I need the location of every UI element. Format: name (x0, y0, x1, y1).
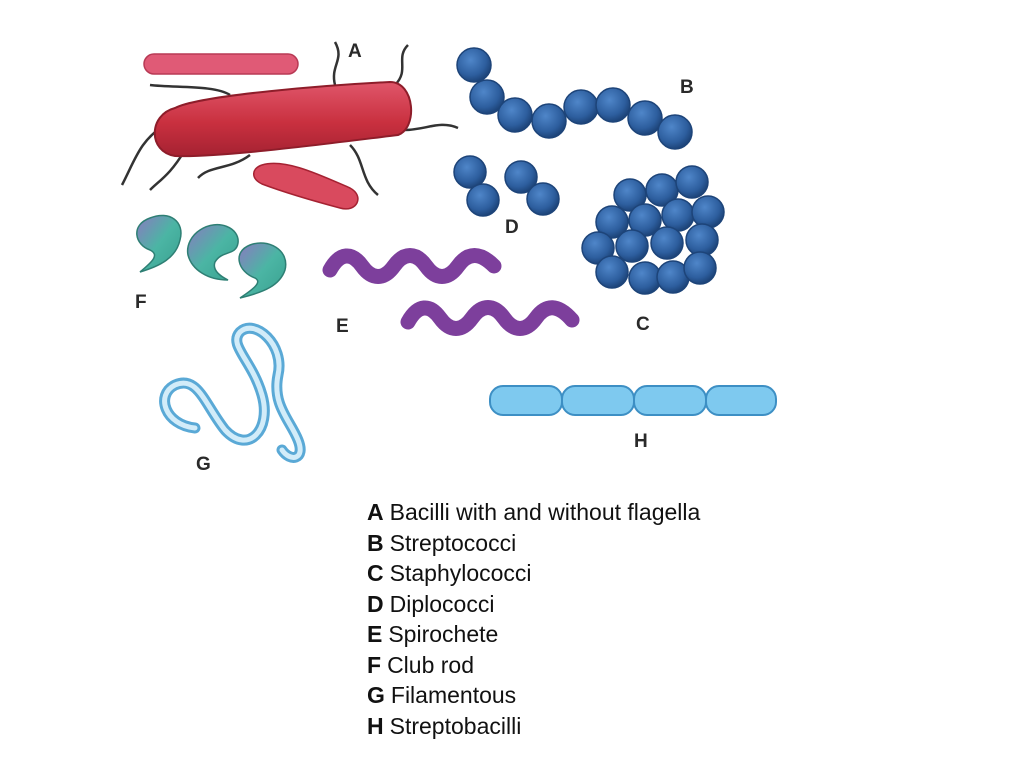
flagellated-bacillus (153, 80, 413, 158)
coccus (595, 205, 629, 239)
legend-key: F (367, 651, 382, 678)
legend-key: E (367, 621, 383, 647)
coccus (627, 100, 663, 136)
legend-text: Spirochete (388, 621, 499, 647)
club-rod (186, 224, 239, 281)
label-c: C (636, 314, 650, 335)
coccus (691, 195, 725, 229)
club-rod (238, 242, 287, 299)
club-rod (136, 214, 182, 273)
spirochete (400, 300, 580, 336)
flagellum (349, 144, 379, 196)
coccus (563, 89, 599, 125)
bacillus-segment (633, 385, 707, 416)
club-rod-group: F (135, 214, 287, 313)
legend-key: G (367, 682, 385, 708)
flagellum (404, 123, 459, 132)
label-f: F (135, 292, 147, 313)
staphylococci-cluster: C (581, 165, 725, 335)
coccus (466, 183, 500, 217)
diplococci-group: D (453, 155, 560, 238)
coccus (531, 103, 567, 139)
flagellum (394, 44, 409, 86)
legend-text: Club rod (387, 651, 474, 678)
bacillus-segment (705, 385, 777, 416)
coccus (675, 165, 709, 199)
coccus (526, 182, 560, 216)
filament-inner (162, 325, 303, 460)
coccus (453, 155, 487, 189)
coccus (469, 79, 505, 115)
small-bacillus-top (143, 53, 299, 75)
legend-key: B (367, 529, 384, 556)
flagellum (332, 41, 340, 86)
label-d: D (505, 217, 519, 238)
coccus (504, 160, 538, 194)
label-e: E (336, 316, 349, 337)
legend-text: Staphylococci (389, 560, 532, 586)
small-bacillus-bottom (253, 162, 359, 210)
coccus (685, 223, 719, 257)
coccus (657, 114, 693, 150)
bacilli-group: A (120, 41, 459, 210)
coccus (595, 87, 631, 123)
flagellum (149, 83, 231, 97)
filamentous-group: G (159, 322, 306, 475)
coccus (683, 251, 717, 285)
streptococci-chain: B (456, 47, 694, 150)
legend-key: C (367, 560, 384, 586)
legend-key: H (367, 712, 384, 739)
coccus (456, 47, 492, 83)
legend-text: Streptococci (389, 529, 517, 556)
coccus (615, 229, 649, 263)
spirochete (322, 248, 502, 284)
bacillus-segment (489, 385, 563, 416)
bacillus-segment (561, 385, 635, 416)
legend-text: Filamentous (390, 682, 517, 708)
legend-text: Streptobacilli (389, 712, 522, 739)
coccus (613, 178, 647, 212)
label-g: G (196, 454, 211, 475)
label-h: H (634, 431, 648, 452)
bacteria-shapes-diagram: A B D C (120, 41, 777, 475)
coccus (497, 97, 533, 133)
streptobacilli-chain: H (489, 385, 777, 452)
legend-key: A (367, 499, 384, 525)
coccus (628, 261, 662, 295)
coccus (650, 226, 684, 260)
label-b: B (680, 77, 694, 98)
coccus (661, 198, 695, 232)
legend-text: Diplococci (389, 590, 495, 617)
legend-key: D (367, 590, 384, 617)
coccus (595, 255, 629, 289)
legend-text: Bacilli with and without flagella (389, 499, 701, 525)
spirochete-group: E (322, 248, 580, 337)
flagellum (197, 153, 251, 179)
label-a: A (348, 41, 362, 62)
